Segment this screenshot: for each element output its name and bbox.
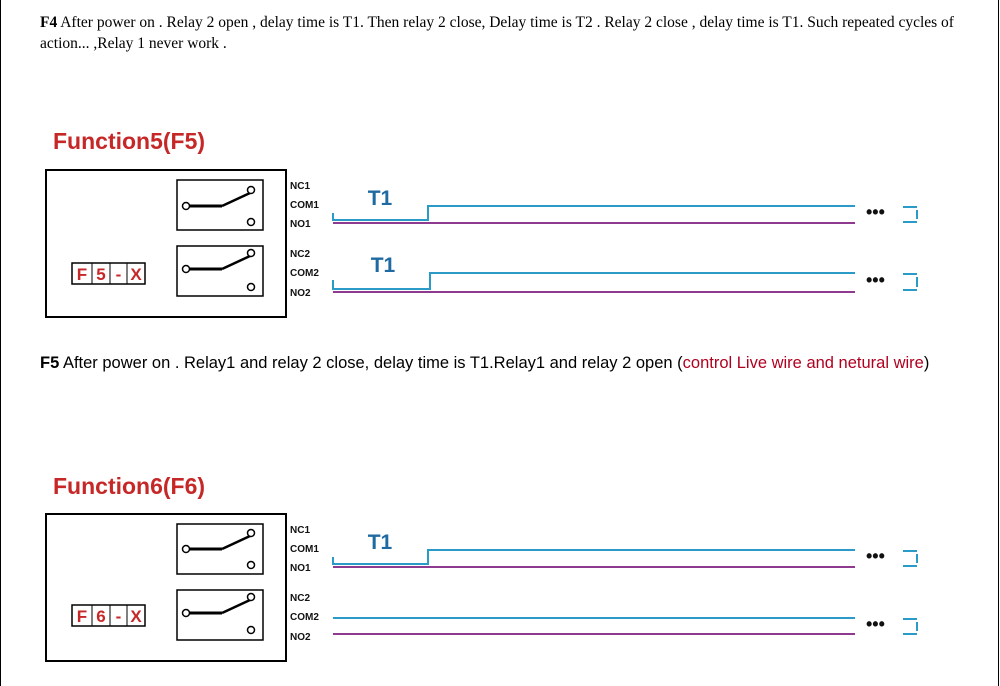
f6-display-box [71,604,146,627]
f5-continue-dots-1: ••• [866,202,885,222]
right-border [998,0,999,686]
f6-display-char: 6 [96,607,105,626]
f6-relay1-symbol [176,523,264,575]
f6-continue-dots-1: ••• [866,546,885,566]
f5-highlight: control Live wire and netural wire [682,354,924,372]
f5-relay2-symbol [176,245,264,297]
f5-close: ) [923,354,930,372]
f5-nc1-label: NC1 [290,181,310,192]
f6-display-char: X [130,607,142,626]
function5-title: Function5(F5) [53,128,206,154]
f5-continue-dots-2: ••• [866,270,885,290]
left-border [0,0,1,686]
function6-title: Function6(F6) [53,473,206,499]
f6-nc2-label: NC2 [290,593,310,604]
f5-display-char: - [116,265,122,284]
f5-com1-label: COM1 [290,200,319,211]
f6-nc1-label: NC1 [290,525,310,536]
f5-code: F5 [40,354,60,372]
f4-description: F4 After power on . Relay 2 open , delay… [40,12,995,54]
f5-text: After power on . Relay1 and relay 2 clos… [59,354,683,372]
f4-text: After power on . Relay 2 open , delay ti… [40,14,954,52]
f6-no1-label: NO1 [290,563,311,574]
f5-com2-trace [332,272,855,290]
f6-display: F 6 - X [71,604,146,627]
f5-description: F5 After power on . Relay1 and relay 2 c… [40,353,985,374]
f6-no2-label: NO2 [290,632,311,643]
f6-relay2-symbol [176,589,264,641]
f5-display-char: 5 [96,265,105,284]
f4-code: F4 [40,14,58,31]
f5-display-char: X [130,265,142,284]
f5-com2-label: COM2 [290,268,319,279]
f5-t1-label-2: T1 [371,254,396,277]
f5-com1-trace [332,205,855,221]
f6-t1-label: T1 [368,531,393,554]
f6-module-box [45,513,287,662]
f5-display: F 5 - X [71,262,146,285]
f5-module-box [45,169,287,318]
f6-end-mark-2 [903,618,918,635]
f5-panel: F 5 - X NC1 COM1 NO1 NC2 COM2 NO [45,169,918,318]
f6-com1-label: COM1 [290,544,319,555]
f6-display-char: F [77,607,87,626]
f5-relay1-symbol [176,179,264,231]
f5-end-mark-2 [903,273,918,291]
f5-no2-label: NO2 [290,288,311,299]
f6-continue-dots-2: ••• [866,614,885,634]
f5-nc2-label: NC2 [290,249,310,260]
f5-t1-label-1: T1 [368,187,393,210]
f6-panel: F 6 - X NC1 COM1 NO1 NC2 COM2 NO [45,513,918,662]
f5-display-box [71,262,146,285]
f5-no1-label: NO1 [290,219,311,230]
f6-end-mark-1 [903,550,918,567]
f6-display-char: - [116,607,122,626]
f5-display-char: F [77,265,87,284]
f6-com1-trace [332,549,855,565]
f6-com2-label: COM2 [290,612,319,623]
f5-end-mark-1 [903,206,918,223]
